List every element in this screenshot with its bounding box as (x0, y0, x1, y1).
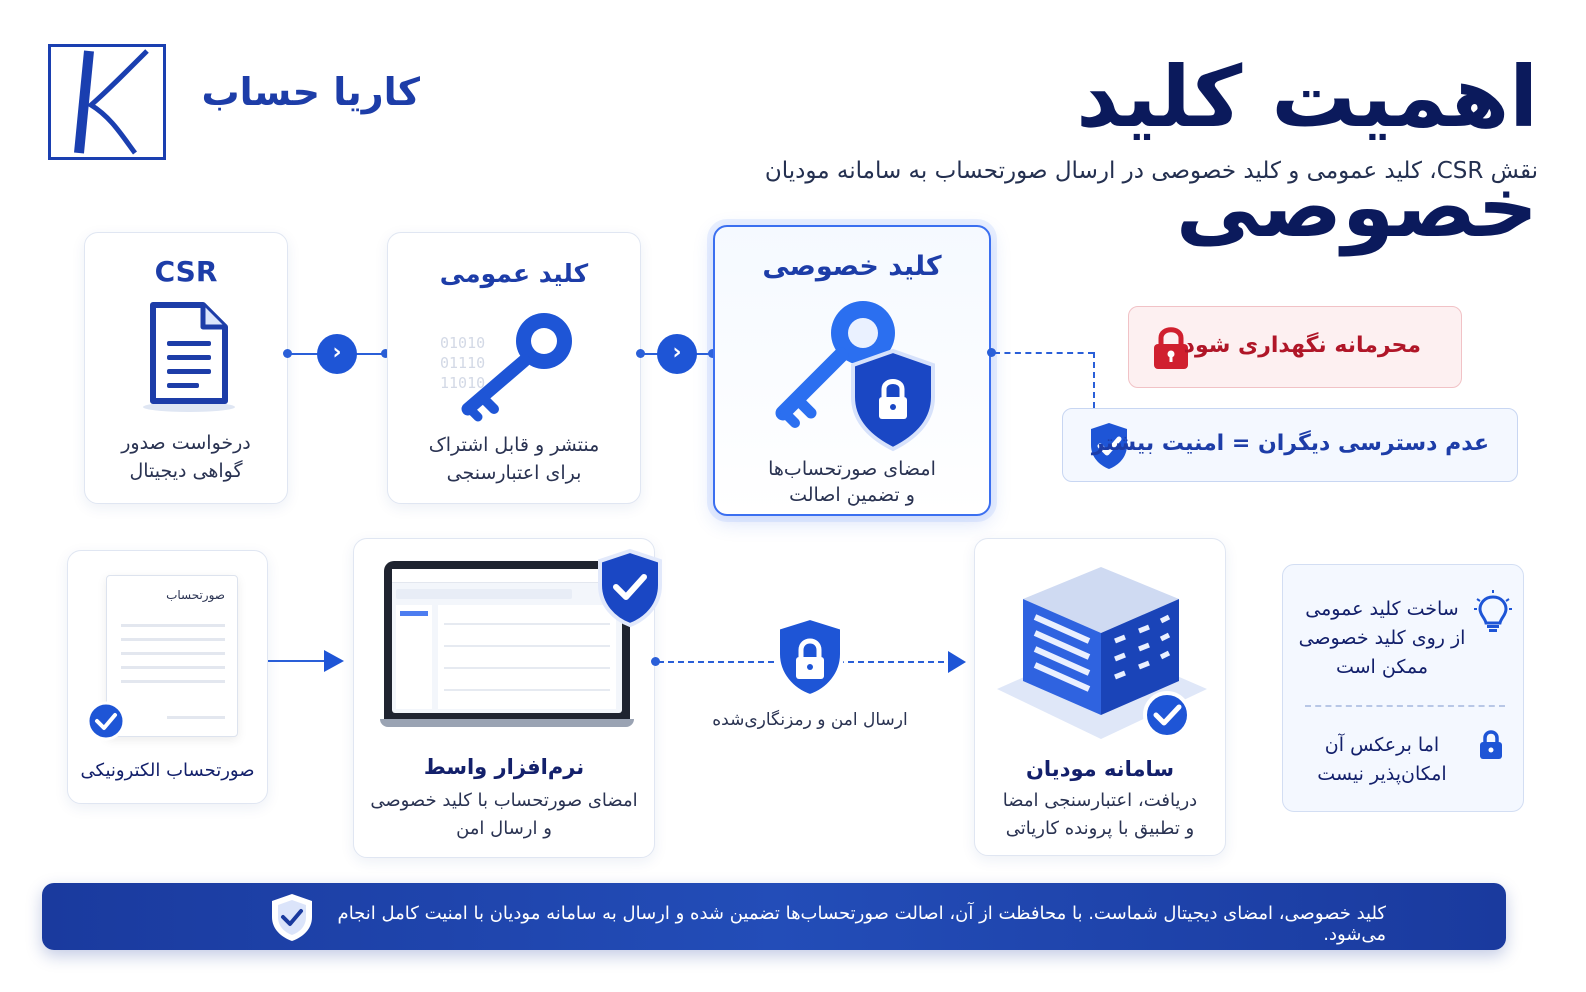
private-key-text-2: و تضمین اصالت (789, 484, 915, 506)
shield-check-icon (1091, 423, 1127, 469)
public-key-text-1: منتشر و قابل اشتراک (428, 434, 600, 456)
lock-icon (1154, 327, 1188, 369)
tip-box: ساخت کلید عمومی از روی کلید خصوصی ممکن ا… (1282, 564, 1524, 812)
confidential-note: محرمانه نگهداری شود (1128, 306, 1462, 388)
middleware-title: نرم‌افزار واسط (423, 755, 585, 779)
shield-check-icon (598, 548, 662, 628)
csr-card: CSR درخواست صدور گواهی دیجیتال (84, 232, 288, 504)
tip-2-line-2: امکان‌پذیر نیست (1317, 763, 1447, 785)
check-circle-icon (86, 701, 126, 741)
brand-logo (48, 44, 166, 160)
tip-1-line-1: ساخت کلید عمومی (1305, 598, 1459, 620)
public-key-card: کلید عمومی 01010 01110 11010 منتشر و قاب… (387, 232, 641, 504)
tax-system-text-2: و تطبیق با پرونده کاریاتی (1005, 818, 1195, 839)
confidential-text: محرمانه نگهداری شود (1183, 333, 1421, 358)
page-title: اهمیت کلید خصوصی (1076, 48, 1538, 256)
private-key-card: کلید خصوصی امضای صورتحساب‌ها و تضمین اصا… (713, 225, 991, 516)
secure-send-label: ارسال امن و رمزنگاری‌شده (712, 710, 908, 730)
lightbulb-icon (1474, 590, 1512, 632)
invoice-document: صورتحساب (106, 575, 238, 737)
connector-line (268, 660, 330, 662)
connector-dot (651, 657, 660, 666)
arrow-right-icon (948, 651, 966, 673)
csr-text-2: گواهی دیجیتال (129, 460, 243, 482)
tip-1-line-2: از روی کلید خصوصی (1298, 627, 1466, 649)
connector-dot (381, 349, 390, 358)
shield-lock-icon (776, 615, 844, 699)
key-shield-icon (775, 301, 935, 452)
chevron-right-icon: › (657, 334, 697, 374)
connector-dot (636, 349, 645, 358)
brand-name: کاریا حساب (201, 70, 420, 114)
tip-1-line-3: ممکن است (1335, 656, 1428, 678)
laptop-icon (380, 561, 634, 731)
connector-dot (987, 348, 996, 357)
connector-dashed-line (1093, 352, 1095, 408)
invoice-card: صورتحساب صورتحساب الکترونیکی (67, 550, 268, 804)
no-access-text: عدم دسترسی دیگران = امنیت بیشتر (1091, 431, 1489, 456)
footer-banner: کلید خصوصی، امضای دیجیتال شماست. با محاف… (42, 883, 1506, 950)
middleware-text-1: امضای صورتحساب با کلید خصوصی (370, 790, 638, 811)
middleware-card: نرم‌افزار واسط امضای صورتحساب با کلید خص… (353, 538, 662, 858)
binary-decoration: 01010 01110 11010 (440, 334, 486, 392)
csr-title: CSR (154, 255, 218, 288)
csr-text-1: درخواست صدور (121, 432, 251, 454)
tax-system-text-1: دریافت، اعتبارسنجی امضا (1002, 790, 1198, 811)
middleware-text-2: و ارسال امن (456, 818, 552, 839)
page-subtitle: نقش CSR، کلید عمومی و کلید خصوصی در ارسا… (764, 158, 1538, 184)
tax-system-card: سامانه مودیان دریافت، اعتبارسنجی امضا و … (974, 538, 1226, 856)
building-icon (997, 567, 1207, 739)
connector-dot (283, 349, 292, 358)
arrow-right-icon (324, 650, 344, 672)
document-icon (143, 302, 235, 412)
k-logo-icon (74, 49, 149, 155)
no-access-note: عدم دسترسی دیگران = امنیت بیشتر (1062, 408, 1518, 482)
chevron-right-icon: › (317, 334, 357, 374)
invoice-doc-label: صورتحساب (166, 588, 225, 602)
key-icon (461, 313, 572, 422)
shield-check-icon (272, 894, 312, 941)
lock-icon (1480, 730, 1502, 759)
connector-dot (708, 349, 717, 358)
tax-system-title: سامانه مودیان (1026, 757, 1174, 781)
private-key-title: کلید خصوصی (762, 251, 942, 282)
tip-2-line-1: اما برعکس آن (1324, 734, 1440, 756)
private-key-text-1: امضای صورتحساب‌ها (768, 458, 936, 480)
public-key-text-2: برای اعتبارسنجی (446, 462, 582, 484)
tip-divider (1305, 705, 1505, 707)
footer-text: کلید خصوصی، امضای دیجیتال شماست. با محاف… (337, 903, 1386, 945)
public-key-title: کلید عمومی (439, 259, 589, 288)
invoice-text: صورتحساب الکترونیکی (80, 760, 255, 781)
connector-dashed-line (994, 352, 1094, 354)
